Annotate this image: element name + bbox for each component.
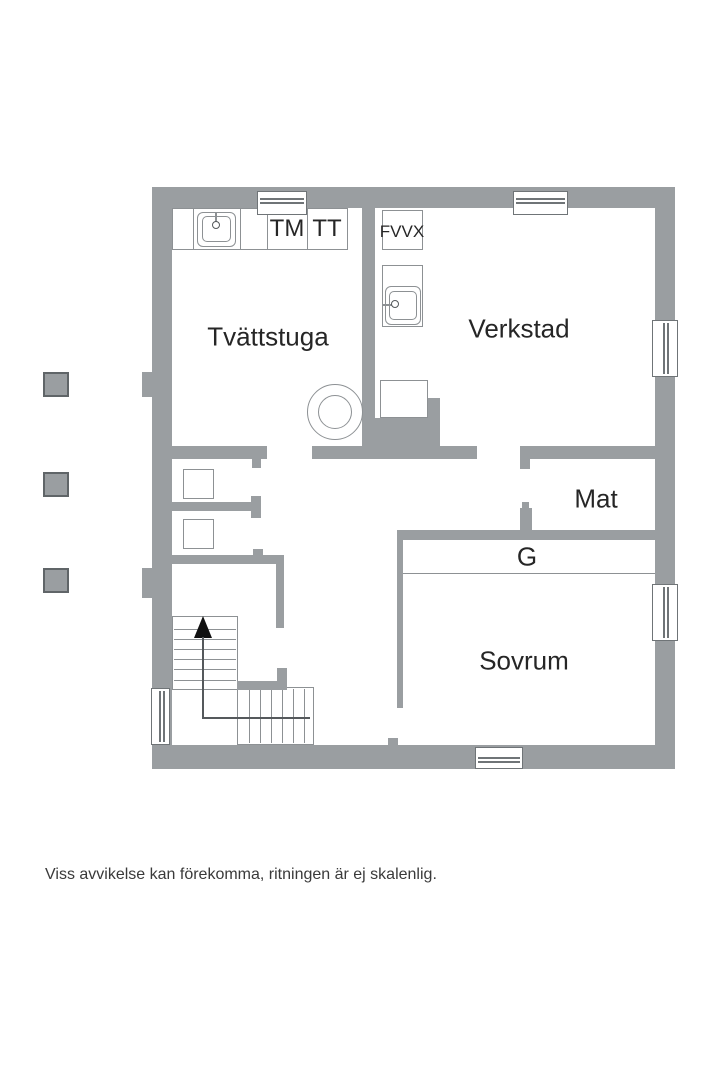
counter-segment	[240, 208, 268, 250]
stairs-direction-line	[202, 717, 310, 719]
window-right-bedroom	[652, 584, 678, 641]
wall-dining-left	[520, 508, 532, 534]
door-jamb	[251, 496, 261, 518]
wall-workshop-bottom	[520, 446, 655, 459]
heat-exchanger-box	[382, 210, 423, 250]
porch-pillar-top	[43, 372, 69, 397]
wall-exterior-top	[152, 187, 675, 208]
wardrobe-front-line	[403, 573, 655, 574]
window-left-stairhall	[151, 688, 170, 745]
tumble-dryer-box	[307, 208, 348, 250]
door-jamb	[388, 738, 398, 746]
door-jamb	[252, 458, 261, 468]
wall-bump-lower	[142, 568, 152, 598]
stairs-direction-line	[202, 637, 204, 718]
room-label-dining: Mat	[574, 483, 618, 514]
wall-platform-step	[428, 398, 440, 420]
wall-exterior-right	[655, 187, 675, 769]
window-right-workshop	[652, 320, 678, 377]
wall-central	[312, 446, 477, 459]
counter-segment	[172, 208, 194, 250]
porch-pillar-bottom	[43, 568, 69, 593]
washing-machine-label: TM	[269, 215, 305, 242]
shelf-unit	[183, 519, 214, 549]
wall-exterior-left	[152, 187, 172, 769]
window-top-right	[513, 191, 568, 215]
stairs-up-arrow-icon	[194, 616, 212, 638]
heat-exchanger-label: FVVX	[379, 222, 425, 241]
wall-platform	[375, 418, 440, 447]
wall-laundry-workshop	[362, 207, 375, 447]
wall-alcove-upper	[172, 502, 251, 511]
wall-stair-corner-v	[277, 668, 287, 690]
shelf-unit	[183, 469, 214, 499]
wall-alcove-lower	[172, 555, 284, 564]
wall-bedroom-left	[397, 540, 403, 708]
stairs-lower-flight	[237, 687, 314, 745]
door-jamb	[522, 502, 529, 509]
wall-stair-corner-h	[237, 681, 287, 690]
wall-laundry-bottom	[172, 446, 267, 459]
door-jamb	[520, 459, 530, 469]
room-label-workshop: Verkstad	[468, 313, 570, 344]
room-label-wardrobe: G	[516, 541, 538, 572]
window-bottom-bedroom	[475, 747, 523, 769]
workbench-box	[380, 380, 428, 418]
disclaimer-text: Viss avvikelse kan förekomma, ritningen …	[45, 866, 437, 883]
wall-bump-upper	[142, 372, 152, 397]
room-label-bedroom: Sovrum	[479, 645, 569, 676]
washing-machine-box	[267, 208, 308, 250]
porch-pillar-middle	[43, 472, 69, 497]
window-top-left	[257, 191, 307, 215]
wall-stair-corridor	[276, 560, 284, 628]
tumble-dryer-label: TT	[312, 215, 342, 242]
room-label-laundry: Tvättstuga	[207, 321, 329, 352]
wall-wardrobe	[397, 530, 655, 540]
wall-exterior-bottom	[152, 745, 675, 769]
door-jamb	[253, 549, 263, 556]
